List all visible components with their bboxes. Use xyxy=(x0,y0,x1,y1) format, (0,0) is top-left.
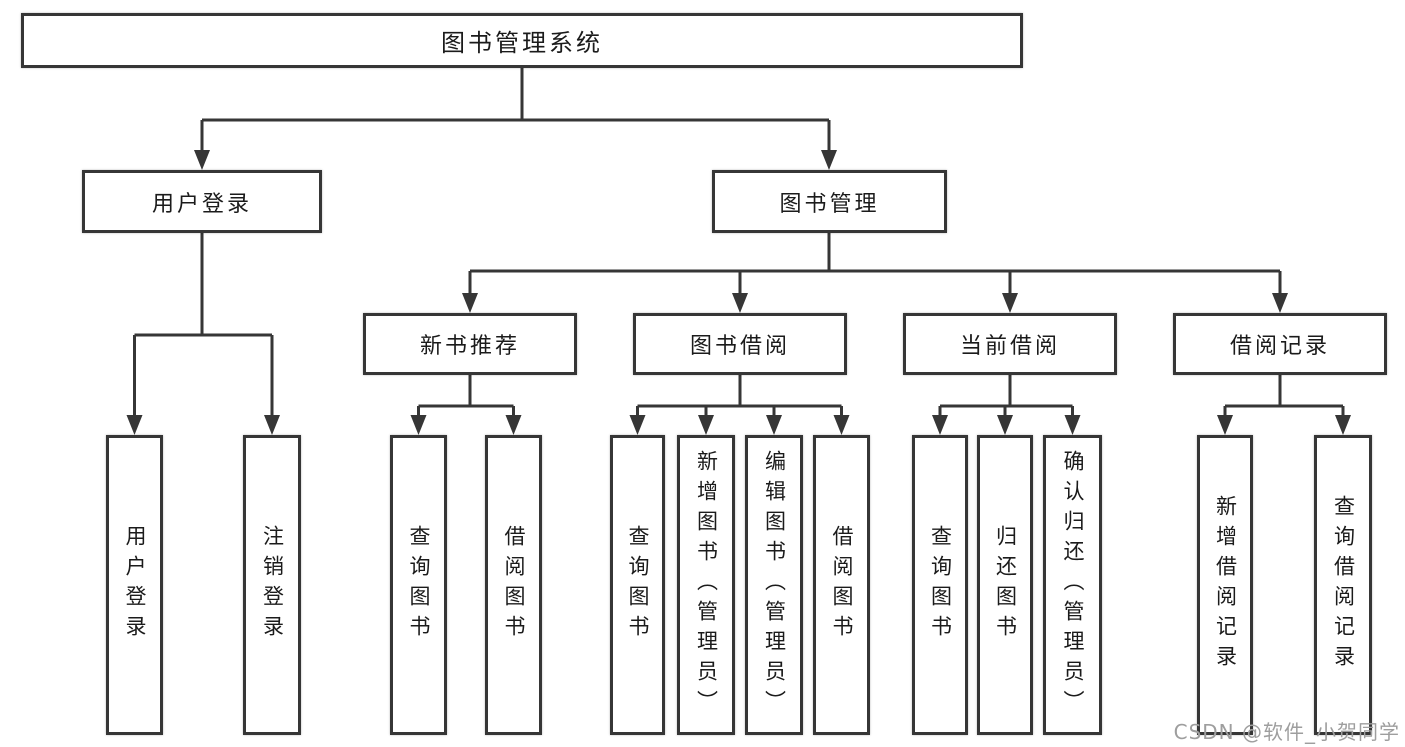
node-book-borrowing: 图书借阅 xyxy=(633,313,847,375)
node-root: 图书管理系统 xyxy=(21,13,1023,68)
watermark: CSDN @软件_小贺同学 xyxy=(1173,720,1400,744)
leaf-borrow-books-borrowing: 借阅图书 xyxy=(813,435,870,735)
leaf-query-books-borrowing: 查询图书 xyxy=(610,435,665,735)
leaf-query-books-current: 查询图书 xyxy=(912,435,968,735)
node-current-borrowing: 当前借阅 xyxy=(903,313,1117,375)
leaf-borrow-books-borrowing-label: 借阅图书 xyxy=(830,525,855,645)
leaf-query-books-recommend: 查询图书 xyxy=(390,435,447,735)
leaf-confirm-return-admin-label: 确认归还（管理员） xyxy=(1061,450,1086,720)
arrowheads xyxy=(126,150,1351,435)
leaf-edit-book-admin: 编辑图书（管理员） xyxy=(745,435,803,735)
leaf-logout-login-label: 注销登录 xyxy=(260,525,285,645)
leaf-query-borrow-record-label: 查询借阅记录 xyxy=(1331,495,1356,675)
leaf-user-login-label: 用户登录 xyxy=(123,525,148,645)
leaf-query-books-borrowing-label: 查询图书 xyxy=(626,525,651,645)
node-new-book-recommendation-label: 新书推荐 xyxy=(419,334,520,359)
node-book-management-label: 图书管理 xyxy=(779,191,880,217)
node-book-borrowing-label: 图书借阅 xyxy=(689,334,790,359)
leaf-logout-login: 注销登录 xyxy=(243,435,301,735)
leaf-add-book-admin-label: 新增图书（管理员） xyxy=(694,450,719,720)
leaf-add-book-admin: 新增图书（管理员） xyxy=(677,435,735,735)
leaf-return-books: 归还图书 xyxy=(977,435,1033,735)
leaf-user-login: 用户登录 xyxy=(106,435,163,735)
node-book-management: 图书管理 xyxy=(712,170,947,233)
node-user-login-label: 用户登录 xyxy=(151,191,252,217)
leaf-add-borrow-record: 新增借阅记录 xyxy=(1197,435,1253,735)
leaf-return-books-label: 归还图书 xyxy=(993,525,1018,645)
node-new-book-recommendation: 新书推荐 xyxy=(363,313,577,375)
node-borrowing-records-label: 借阅记录 xyxy=(1229,334,1330,359)
leaf-add-borrow-record-label: 新增借阅记录 xyxy=(1213,495,1238,675)
node-current-borrowing-label: 当前借阅 xyxy=(959,334,1060,359)
node-user-login: 用户登录 xyxy=(82,170,322,233)
leaf-query-books-current-label: 查询图书 xyxy=(928,525,953,645)
node-root-label: 图书管理系统 xyxy=(441,29,603,57)
leaf-query-books-recommend-label: 查询图书 xyxy=(407,525,432,645)
leaf-borrow-books-recommend: 借阅图书 xyxy=(485,435,542,735)
node-borrowing-records: 借阅记录 xyxy=(1173,313,1387,375)
leaf-borrow-books-recommend-label: 借阅图书 xyxy=(502,525,527,645)
leaf-query-borrow-record: 查询借阅记录 xyxy=(1314,435,1372,735)
leaf-confirm-return-admin: 确认归还（管理员） xyxy=(1043,435,1102,735)
leaf-edit-book-admin-label: 编辑图书（管理员） xyxy=(762,450,787,720)
